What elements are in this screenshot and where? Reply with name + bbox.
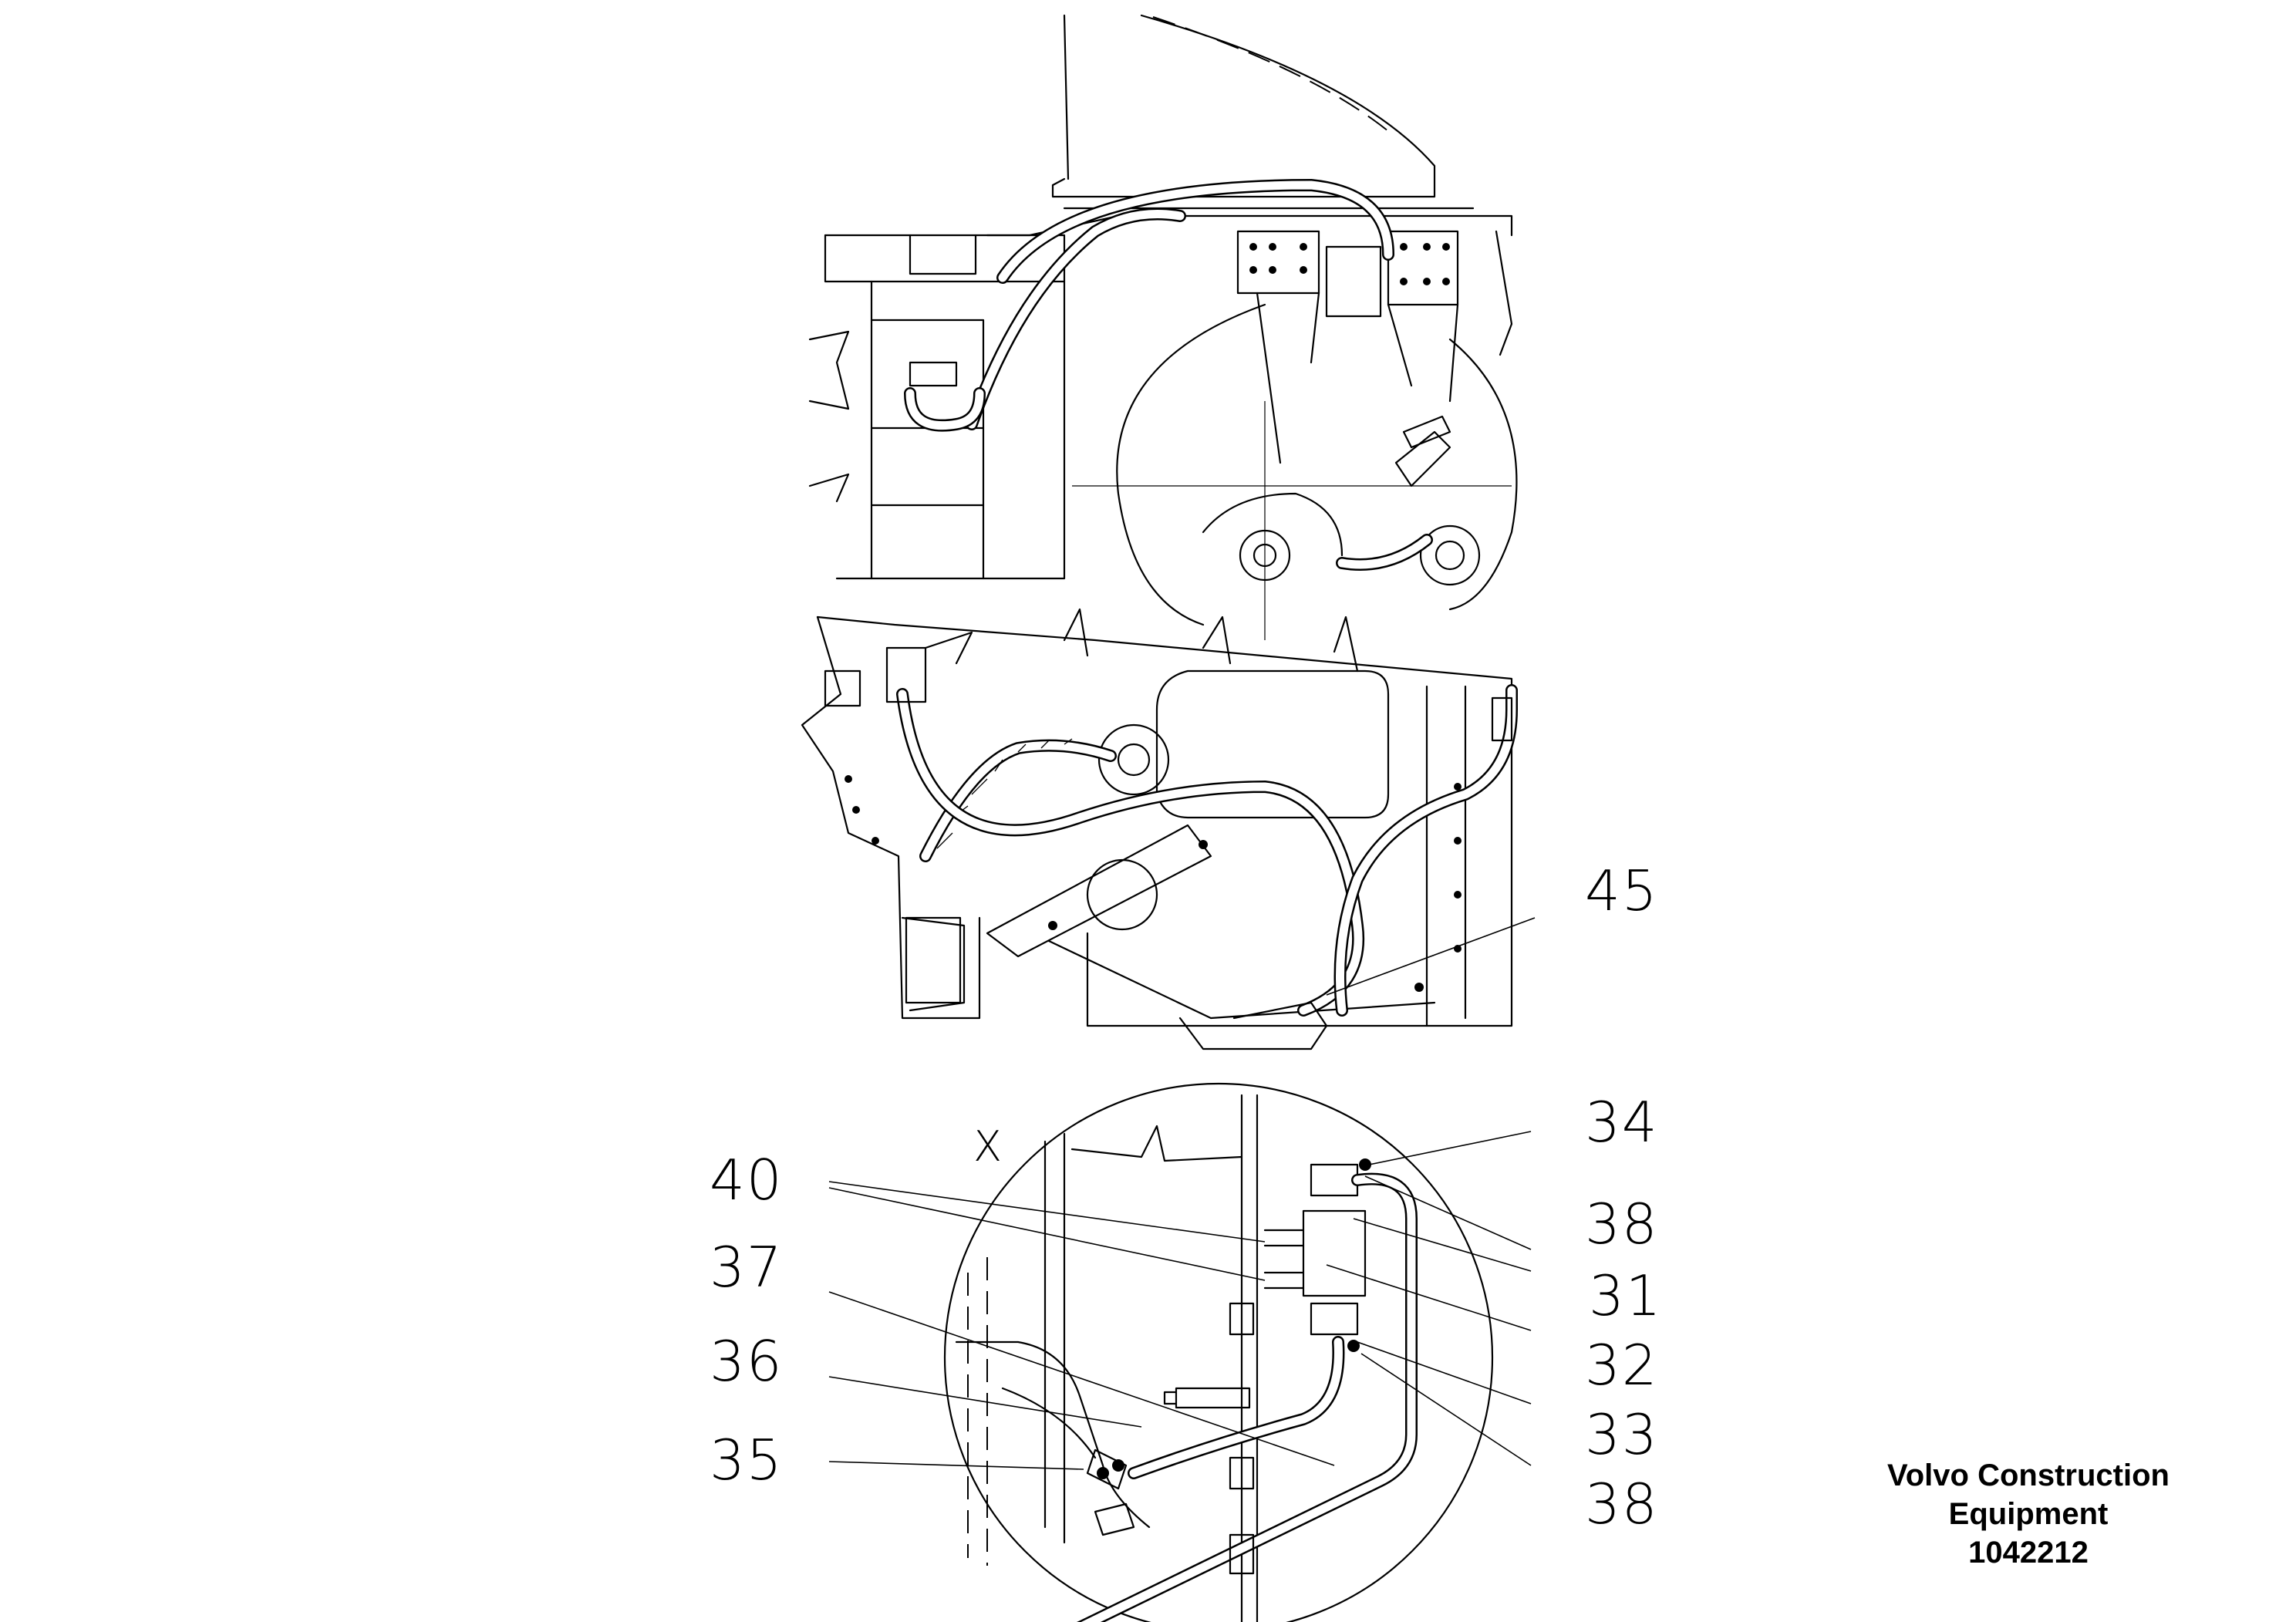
leader-35 (828, 1461, 1084, 1470)
leader-32 (1326, 1264, 1532, 1331)
callout-38-top: 38 (1585, 1192, 1659, 1256)
leader-31 (1353, 1218, 1532, 1272)
callout-38-bottom: 38 (1585, 1472, 1659, 1536)
leader-34 (1368, 1131, 1532, 1165)
callout-32: 32 (1585, 1333, 1659, 1398)
callout-31: 31 (1589, 1263, 1663, 1328)
leader-38-bottom (1360, 1353, 1532, 1466)
leader-40b (828, 1187, 1266, 1281)
callout-33: 33 (1585, 1402, 1659, 1467)
middle-view (801, 608, 1518, 1050)
leader-38-top (1364, 1175, 1532, 1250)
callout-45: 45 (1585, 858, 1659, 923)
detail-x-label: X (973, 1122, 1003, 1171)
title-block: Volvo Construction Equipment 1042212 (1836, 1456, 2221, 1572)
top-view (808, 14, 1518, 640)
leader-45 (1326, 917, 1536, 996)
leader-36 (828, 1376, 1142, 1428)
leader-37 (828, 1291, 1335, 1466)
leader-40a (828, 1181, 1266, 1243)
callout-40: 40 (710, 1148, 784, 1212)
document-number: 1042212 (1968, 1536, 2089, 1570)
leader-33 (1357, 1341, 1532, 1404)
callouts: 45 34 38 31 32 33 38 40 37 36 35 (710, 858, 1663, 1536)
callout-34: 34 (1585, 1090, 1659, 1155)
company-name-line2: Equipment (1948, 1497, 2109, 1531)
callout-37: 37 (710, 1235, 784, 1300)
callout-36: 36 (710, 1329, 784, 1394)
callout-35: 35 (710, 1428, 784, 1492)
detail-x: X (944, 1083, 1493, 1622)
company-name-line1: Volvo Construction (1887, 1458, 2170, 1492)
